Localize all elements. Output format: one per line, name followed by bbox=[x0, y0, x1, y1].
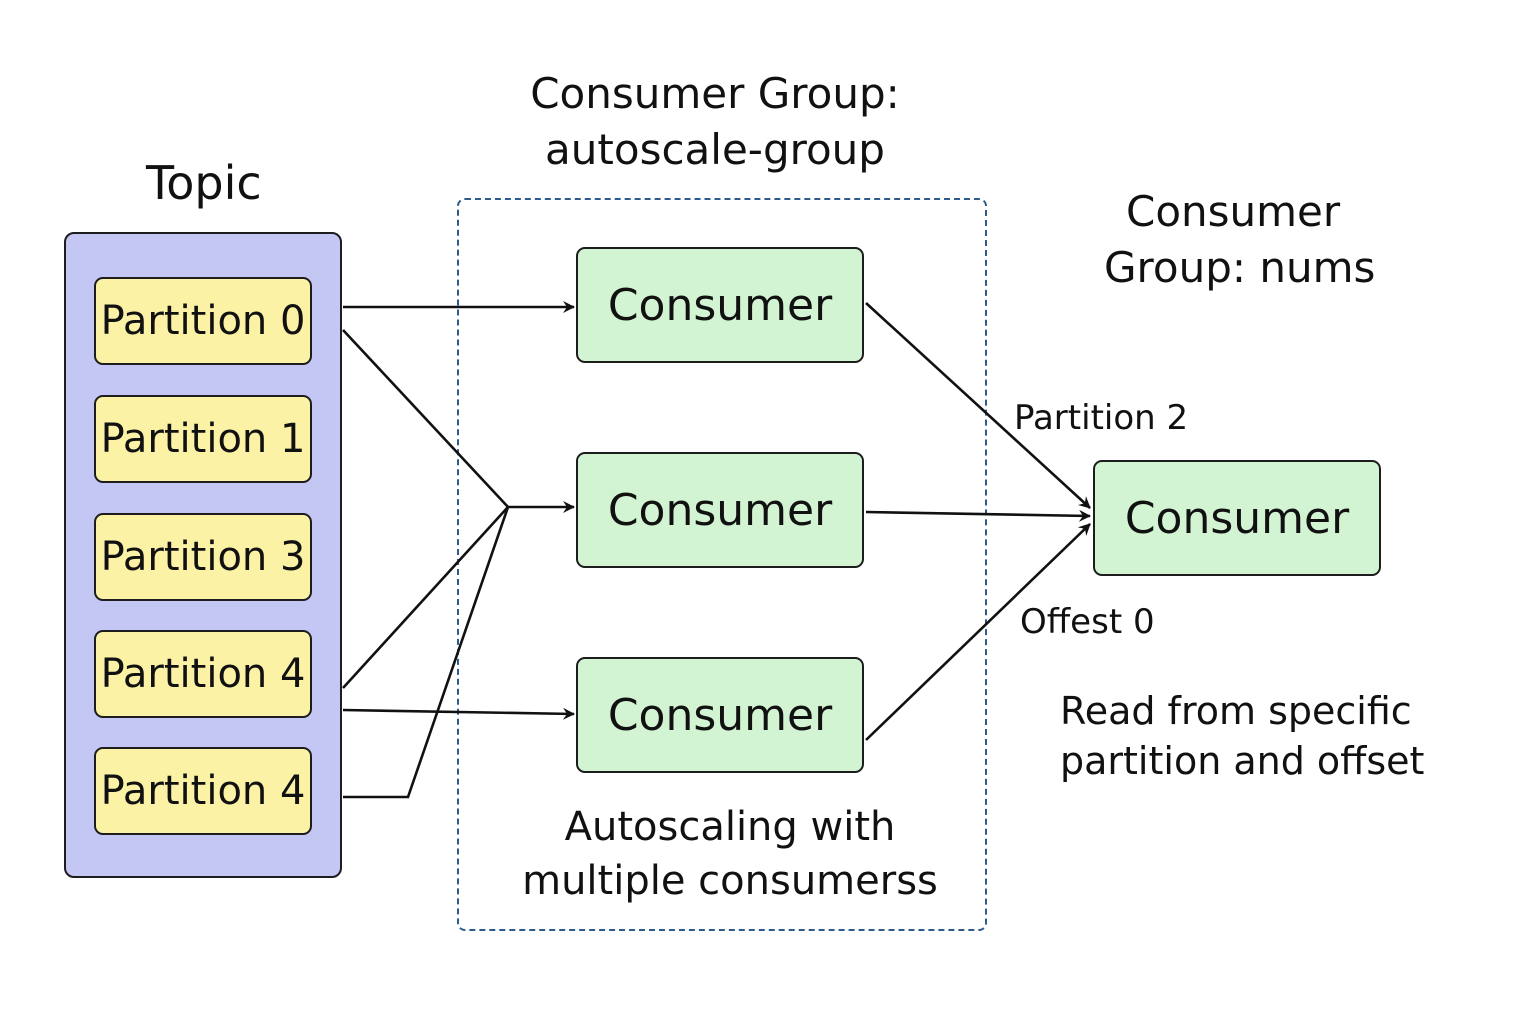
nums-note-line2: partition and offset bbox=[1060, 739, 1425, 783]
nums-note: Read from specific partition and offset bbox=[1060, 686, 1424, 786]
autoscale-caption: Autoscaling with multiple consumerss bbox=[500, 800, 960, 908]
line-p4b-merge bbox=[343, 506, 510, 799]
arrow-p4a-consumer3 bbox=[342, 707, 575, 720]
partition-box: Partition 4 bbox=[94, 747, 312, 835]
partition-box: Partition 0 bbox=[94, 277, 312, 365]
nums-group-title-line2: Group: nums bbox=[1104, 243, 1376, 292]
autoscale-caption-line1: Autoscaling with bbox=[564, 804, 896, 850]
consumer-box: Consumer bbox=[576, 657, 864, 773]
nums-note-line1: Read from specific bbox=[1060, 689, 1412, 733]
line-p0-merge bbox=[342, 329, 509, 508]
partition-box: Partition 3 bbox=[94, 513, 312, 601]
autoscale-caption-line2: multiple consumerss bbox=[522, 858, 938, 904]
autoscale-group-title: Consumer Group: autoscale-group bbox=[500, 66, 930, 178]
consumer-box: Consumer bbox=[576, 247, 864, 363]
autoscale-group-boundary bbox=[457, 198, 987, 931]
arrow-consumer2-nums bbox=[865, 509, 1091, 522]
autoscale-group-title-line2: autoscale-group bbox=[545, 125, 885, 174]
topic-title: Topic bbox=[146, 156, 262, 210]
autoscale-group-title-line1: Consumer Group: bbox=[530, 69, 900, 118]
consumer-box: Consumer bbox=[576, 452, 864, 568]
partition-2-label: Partition 2 bbox=[1014, 398, 1189, 438]
line-p4a-merge bbox=[342, 506, 509, 689]
offset-label: Offest 0 bbox=[1020, 602, 1155, 642]
nums-group-title-line1: Consumer bbox=[1126, 187, 1341, 236]
partition-box: Partition 1 bbox=[94, 395, 312, 483]
nums-consumer-box: Consumer bbox=[1093, 460, 1381, 576]
nums-group-title: Consumer Group: nums bbox=[1104, 184, 1375, 296]
arrow-consumer3-nums bbox=[865, 523, 1091, 741]
arrow-consumer1-nums bbox=[865, 302, 1091, 509]
partition-box: Partition 4 bbox=[94, 630, 312, 718]
